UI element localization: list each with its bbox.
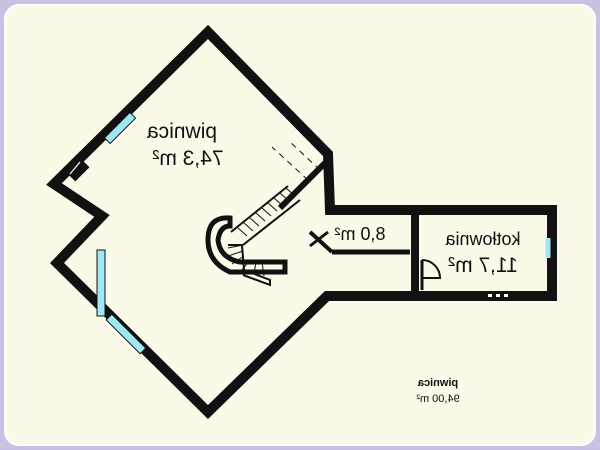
boiler-vent-3 bbox=[488, 294, 492, 297]
outer-wall-path bbox=[46, 24, 557, 420]
room-label-kotlownia: kotłownia bbox=[444, 229, 520, 249]
chimney-fixture bbox=[62, 154, 90, 182]
partition-wall-5 bbox=[308, 230, 334, 254]
chimney-detail bbox=[69, 161, 81, 175]
window-frame-2 bbox=[96, 249, 106, 317]
room-area-piwnica: 74,3 m² bbox=[152, 147, 223, 170]
summary-title: piwnica bbox=[417, 377, 458, 389]
boiler-vent-2 bbox=[496, 294, 500, 297]
boiler-fixture bbox=[476, 291, 512, 300]
staircase bbox=[205, 139, 321, 287]
window-frame-1 bbox=[103, 111, 137, 145]
plan-sheet bbox=[4, 4, 596, 446]
room-area-storage: 8,0 m² bbox=[334, 224, 385, 244]
room-label-piwnica: piwnica bbox=[147, 120, 217, 143]
window-frame-3 bbox=[105, 313, 147, 355]
room-area-kotlownia: 11,7 m² bbox=[448, 254, 518, 277]
door-leaf-storage bbox=[309, 230, 329, 248]
summary-area: 94,00 m² bbox=[416, 393, 460, 405]
boiler-vent-1 bbox=[504, 294, 508, 297]
door-swing-boiler bbox=[421, 259, 442, 279]
